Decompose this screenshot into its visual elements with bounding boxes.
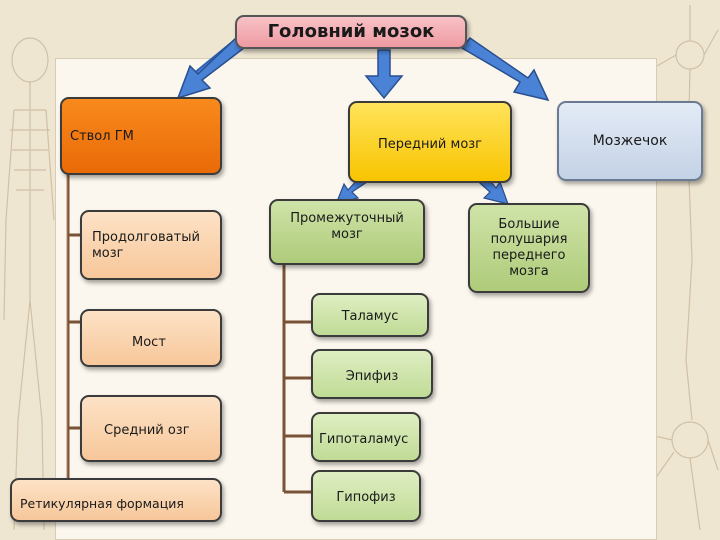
node-pons-label: Мост [132,335,166,350]
title-label: Головний мозок [267,21,435,43]
node-hypothalamus: Гипоталамус [311,412,421,462]
node-pons: Мост [80,309,222,367]
node-diencephalon-label: Промежуточный мозг [290,211,404,242]
node-brainstem: Ствол ГМ [60,97,222,175]
node-cerebellum: Мозжечок [557,101,703,181]
node-hemispheres: Большие полушария переднего мозга [468,203,590,293]
node-reticular-label: Ретикулярная формация [20,496,184,511]
node-medulla-label: Продолговатый мозг [92,230,200,261]
node-forebrain: Передний мозг [348,101,512,183]
node-epiphysis: Эпифиз [311,349,433,399]
diencephalon-bracket [282,255,313,494]
node-medulla: Продолговатый мозг [80,210,222,280]
node-midbrain: Средний озг [80,395,222,462]
node-cerebellum-label: Мозжечок [592,132,668,149]
node-midbrain-label: Средний озг [104,423,190,438]
node-hypophysis-label: Гипофиз [336,490,396,505]
node-thalamus-label: Таламус [341,309,399,324]
node-diencephalon: Промежуточный мозг [269,199,425,265]
node-reticular-formation: Ретикулярная формация [10,478,222,522]
arrow-to-forebrain [364,49,404,100]
node-forebrain-label: Передний мозг [377,137,483,152]
arrow-to-cerebellum [460,36,550,102]
node-thalamus: Таламус [311,293,429,337]
node-hypothalamus-label: Гипоталамус [319,432,409,447]
title-box: Головний мозок [235,15,467,49]
node-hemispheres-label: Большие полушария переднего мозга [490,216,568,279]
node-brainstem-label: Ствол ГМ [70,129,134,144]
node-epiphysis-label: Эпифиз [345,369,399,384]
node-hypophysis: Гипофиз [311,470,421,522]
arrow-to-brainstem [176,36,246,100]
